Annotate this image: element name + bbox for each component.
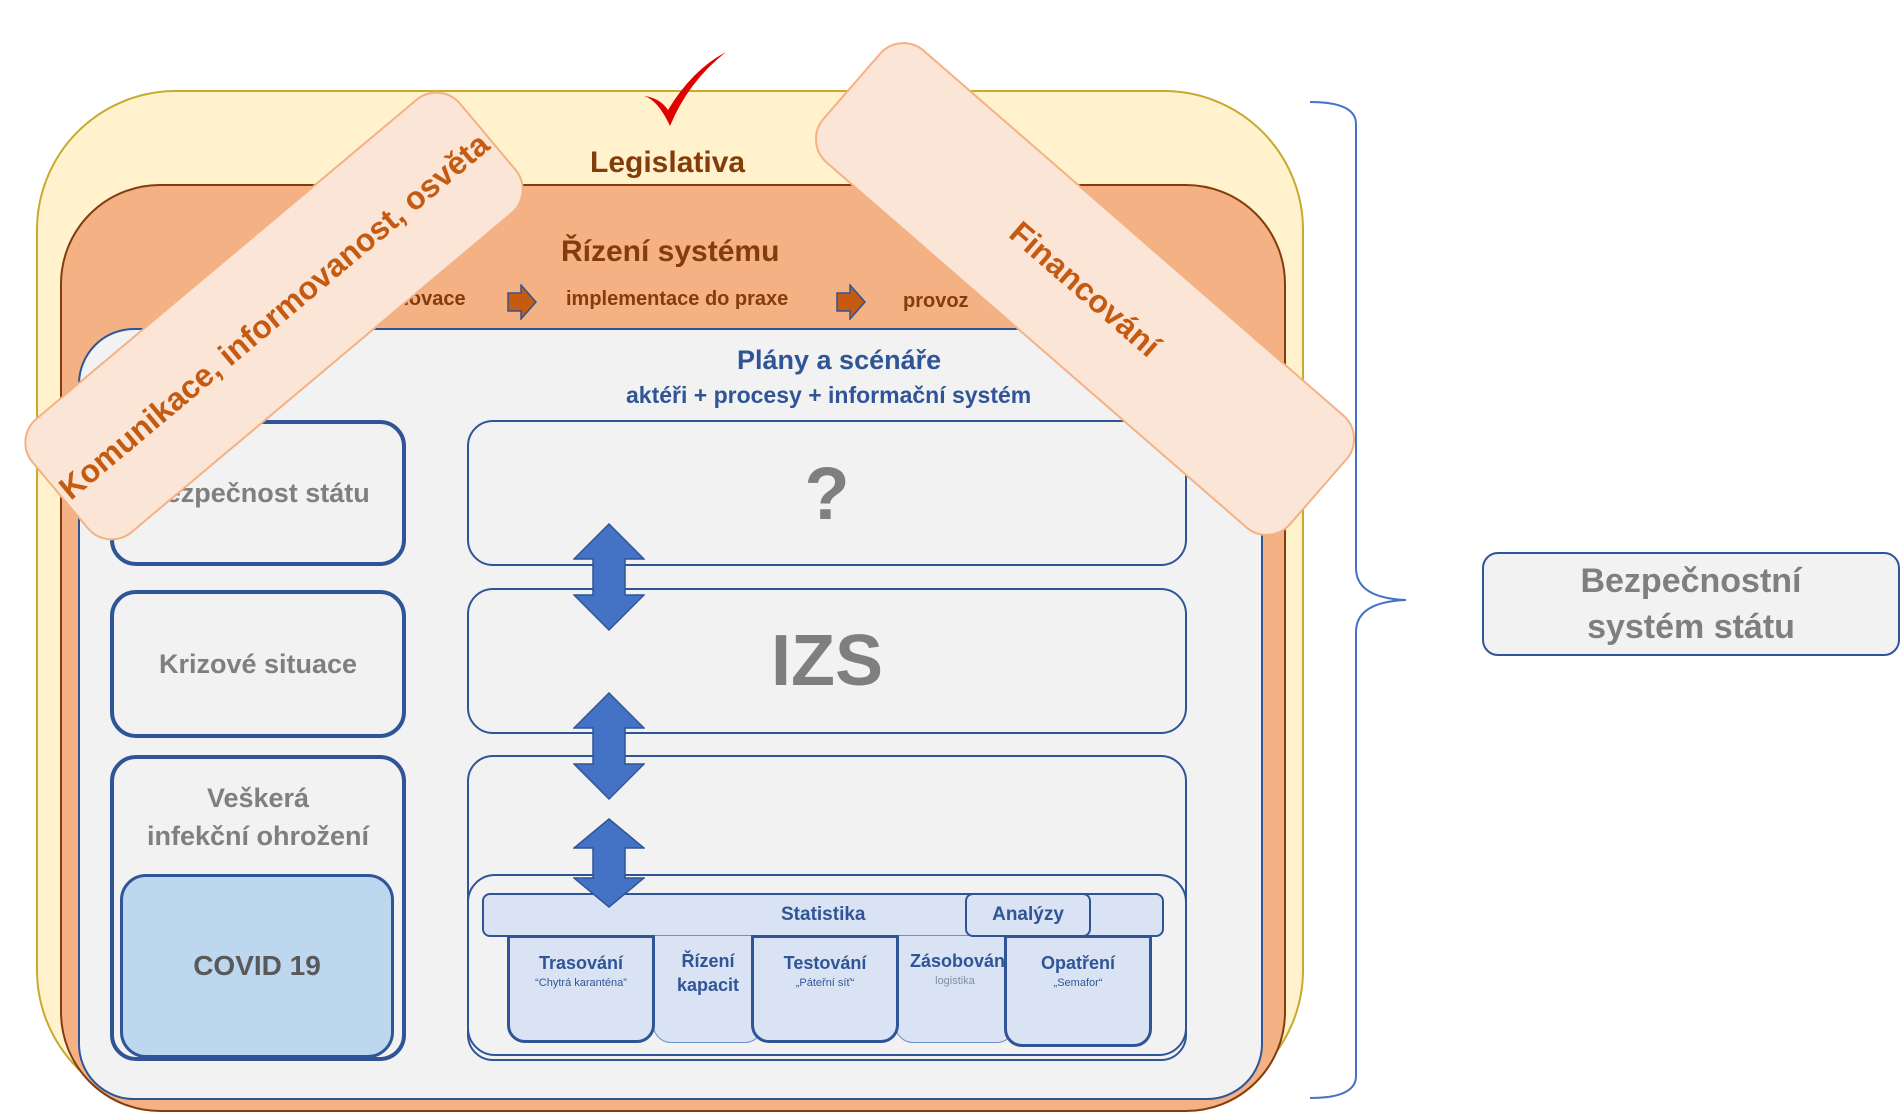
supply-box: Zásobování logistika bbox=[895, 935, 1015, 1043]
capacity-management-line2: kapacit bbox=[676, 975, 740, 995]
arrow-right-icon bbox=[507, 284, 537, 320]
testing-box: Testování „Páteřní síť“ bbox=[751, 935, 899, 1043]
tracing-subtitle: “Chytrá karanténa” bbox=[535, 977, 627, 989]
testing-subtitle: „Páteřní síť“ bbox=[795, 977, 855, 989]
double-arrow-icon bbox=[573, 523, 645, 631]
double-arrow-icon bbox=[573, 692, 645, 800]
infectious-threats-line2: infekční ohrožení bbox=[146, 821, 370, 851]
testing-title: Testování bbox=[783, 953, 867, 973]
checkmark-icon bbox=[644, 52, 726, 126]
step-implementation: implementace do praxe bbox=[566, 288, 789, 310]
tracing-title: Trasování bbox=[538, 953, 624, 973]
curly-brace-icon bbox=[1309, 101, 1407, 1099]
question-mark: ? bbox=[804, 451, 850, 535]
state-security-system-line2: systém státu bbox=[1587, 608, 1795, 646]
step-operation: provoz bbox=[903, 290, 969, 312]
analyses-box: Analýzy bbox=[965, 893, 1091, 937]
unknown-box: ? bbox=[467, 420, 1187, 566]
crisis-situations-label: Krizové situace bbox=[158, 648, 358, 679]
state-security-system-line1: Bezpečnostní bbox=[1580, 562, 1802, 600]
izs-label: IZS bbox=[770, 621, 883, 701]
arrow-right-icon bbox=[836, 284, 866, 320]
measures-subtitle: „Semafor“ bbox=[1053, 977, 1103, 989]
plans-subtitle: aktéři + procesy + informační systém bbox=[626, 382, 1032, 408]
measures-title: Opatření bbox=[1040, 953, 1115, 973]
measures-box: Opatření „Semafor“ bbox=[1004, 935, 1152, 1047]
capacity-management-line1: Řízení bbox=[681, 951, 735, 971]
double-arrow-icon bbox=[573, 818, 645, 908]
izs-box: IZS bbox=[467, 588, 1187, 734]
analyses-label: Analýzy bbox=[992, 904, 1064, 925]
crisis-situations-box: Krizové situace bbox=[110, 590, 406, 738]
infectious-threats-line1: Veškerá bbox=[206, 783, 310, 813]
system-management-title: Řízení systému bbox=[561, 235, 780, 268]
tracing-box: Trasování “Chytrá karanténa” bbox=[507, 935, 655, 1043]
capacity-management-box: Řízení kapacit bbox=[653, 935, 763, 1043]
state-security-system-box: Bezpečnostní systém státu bbox=[1482, 552, 1900, 656]
covid-box: COVID 19 bbox=[120, 874, 394, 1058]
plans-title: Plány a scénáře bbox=[737, 345, 942, 375]
statistics-label: Statistika bbox=[781, 904, 866, 925]
legislation-label: Legislativa bbox=[590, 146, 746, 179]
covid-label: COVID 19 bbox=[193, 950, 321, 981]
supply-title: Zásobování bbox=[910, 951, 1011, 971]
supply-subtitle: logistika bbox=[935, 975, 975, 987]
